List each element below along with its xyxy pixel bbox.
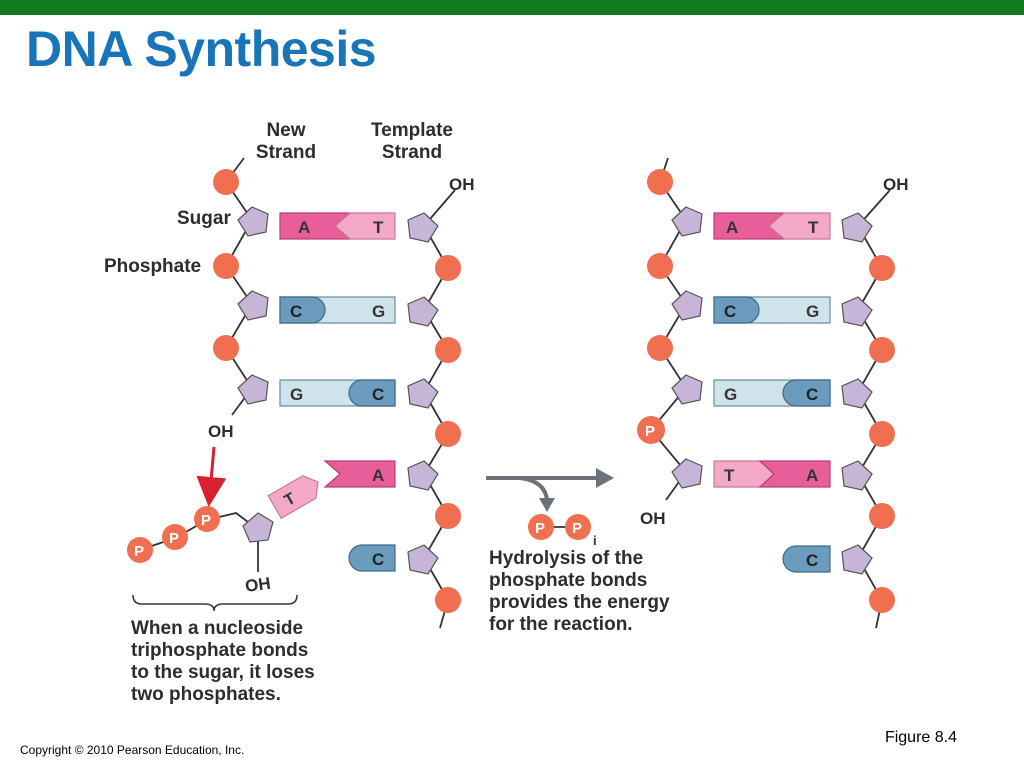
- copyright-notice: Copyright © 2010 Pearson Education, Inc.: [20, 743, 245, 757]
- base-pair-G-C-right-row3: G C: [713, 379, 831, 407]
- pyrophosphate-byproduct: P P i: [528, 514, 597, 548]
- phosphate-circle: [213, 335, 239, 361]
- caption-nucleoside-triphosphate: When a nucleoside triphosphate bonds to …: [131, 618, 315, 705]
- base-letter-G: G: [724, 385, 737, 404]
- base-letter-T: T: [724, 466, 735, 485]
- phosphate-circle: [647, 253, 673, 279]
- incoming-sugar-pentagon: [242, 512, 274, 543]
- byproduct-arrow: [519, 476, 549, 501]
- oh-label-new-strand-right: OH: [640, 509, 666, 528]
- base-letter-A: A: [298, 218, 310, 237]
- sugar-pentagon: [407, 460, 439, 491]
- base-pair-T-A-right-row4: T A: [713, 460, 831, 488]
- sugar-pentagon: [237, 206, 269, 237]
- base-pair-G-C-row3: G C: [279, 379, 396, 407]
- sugar-pentagon: [671, 290, 703, 321]
- incoming-base-T: T: [267, 475, 319, 520]
- phosphate-circle: [869, 421, 895, 447]
- phosphate-circle: [213, 169, 239, 195]
- sugar-pentagon: [237, 290, 269, 321]
- phosphate-circle: [213, 253, 239, 279]
- template-base-C-right-row5: C: [782, 545, 831, 573]
- sugar-pentagon: [841, 212, 873, 243]
- reaction-arrow-head: [596, 468, 614, 488]
- phosphate-symbol: P: [535, 520, 545, 537]
- new-strand-backbone-right: [649, 157, 688, 501]
- phosphate-circle: [869, 503, 895, 529]
- base-pair-C-G-right-row2: C G: [713, 296, 831, 324]
- sugar-pentagon: [671, 206, 703, 237]
- phosphate-symbol: P: [645, 423, 655, 440]
- base-letter-C: C: [724, 302, 736, 321]
- sugar-pentagon: [841, 378, 873, 409]
- phosphate-circle: [435, 587, 461, 613]
- phosphate-label: Phosphate: [104, 256, 202, 277]
- base-letter-G: G: [806, 302, 819, 321]
- phosphate-circle: [869, 587, 895, 613]
- pi-subscript: i: [593, 533, 597, 548]
- oh-label-template-top-right: OH: [883, 175, 909, 194]
- slide-title: DNA Synthesis: [26, 21, 377, 77]
- sugar-pentagon: [237, 374, 269, 405]
- sugar-pentagon: [407, 296, 439, 327]
- phosphate-symbol: P: [169, 530, 179, 547]
- base-pair-A-T-row1: A T: [279, 212, 396, 240]
- new-strand-label: New Strand: [255, 120, 317, 163]
- template-base-C-row5: C: [348, 544, 396, 572]
- phosphate-circle: [435, 337, 461, 363]
- base-letter-A: A: [372, 466, 384, 485]
- phosphate-symbol: P: [134, 543, 144, 560]
- sugar-pentagon: [671, 374, 703, 405]
- caption-bracket: [132, 594, 298, 612]
- sugar-pentagon: [841, 460, 873, 491]
- oh-label-new-strand: OH: [208, 422, 234, 441]
- base-pair-C-G-row2: C G: [279, 296, 396, 324]
- base-letter-G: G: [290, 385, 303, 404]
- sugar-pentagon: [407, 544, 439, 575]
- phosphate-circle: [869, 255, 895, 281]
- base-letter-A: A: [726, 218, 738, 237]
- phosphate-circle: [869, 337, 895, 363]
- sugar-pentagon: [407, 378, 439, 409]
- sugar-pentagon: [671, 458, 703, 489]
- sugar-pentagon: [841, 544, 873, 575]
- template-strand-label: Template Strand: [370, 120, 453, 163]
- base-letter-C: C: [372, 550, 384, 569]
- bond-forming-arrow: [196, 446, 227, 507]
- top-accent-bar: [0, 0, 1024, 15]
- base-letter-T: T: [808, 218, 819, 237]
- base-letter-T: T: [373, 218, 384, 237]
- phosphate-symbol: P: [572, 520, 582, 537]
- phosphate-symbol: P: [201, 512, 211, 529]
- base-letter-C: C: [806, 551, 818, 570]
- new-phosphodiester-bond: P: [637, 416, 665, 444]
- oh-label-template-top: OH: [449, 175, 475, 194]
- base-pair-A-T-right-row1: A T: [713, 212, 831, 240]
- base-letter-C: C: [290, 302, 302, 321]
- base-letter-G: G: [372, 302, 385, 321]
- oh-label-incoming: OH: [244, 574, 272, 596]
- phosphate-circle: [647, 169, 673, 195]
- template-base-A-row4: A: [323, 460, 396, 488]
- phosphate-circle: [435, 255, 461, 281]
- phosphate-circle: [647, 335, 673, 361]
- triphosphate-group: P P P: [127, 506, 220, 563]
- phosphate-circle: [435, 421, 461, 447]
- figure-number: Figure 8.4: [884, 729, 957, 746]
- base-letter-C: C: [806, 385, 818, 404]
- sugar-pentagon: [407, 212, 439, 243]
- sugar-pentagon: [841, 296, 873, 327]
- phosphate-circle: [435, 503, 461, 529]
- sugar-label: Sugar: [177, 208, 231, 229]
- new-strand-backbone: [224, 157, 254, 416]
- base-letter-A: A: [806, 466, 818, 485]
- caption-hydrolysis: Hydrolysis of the phosphate bonds provid…: [489, 548, 670, 635]
- base-letter-C: C: [372, 385, 384, 404]
